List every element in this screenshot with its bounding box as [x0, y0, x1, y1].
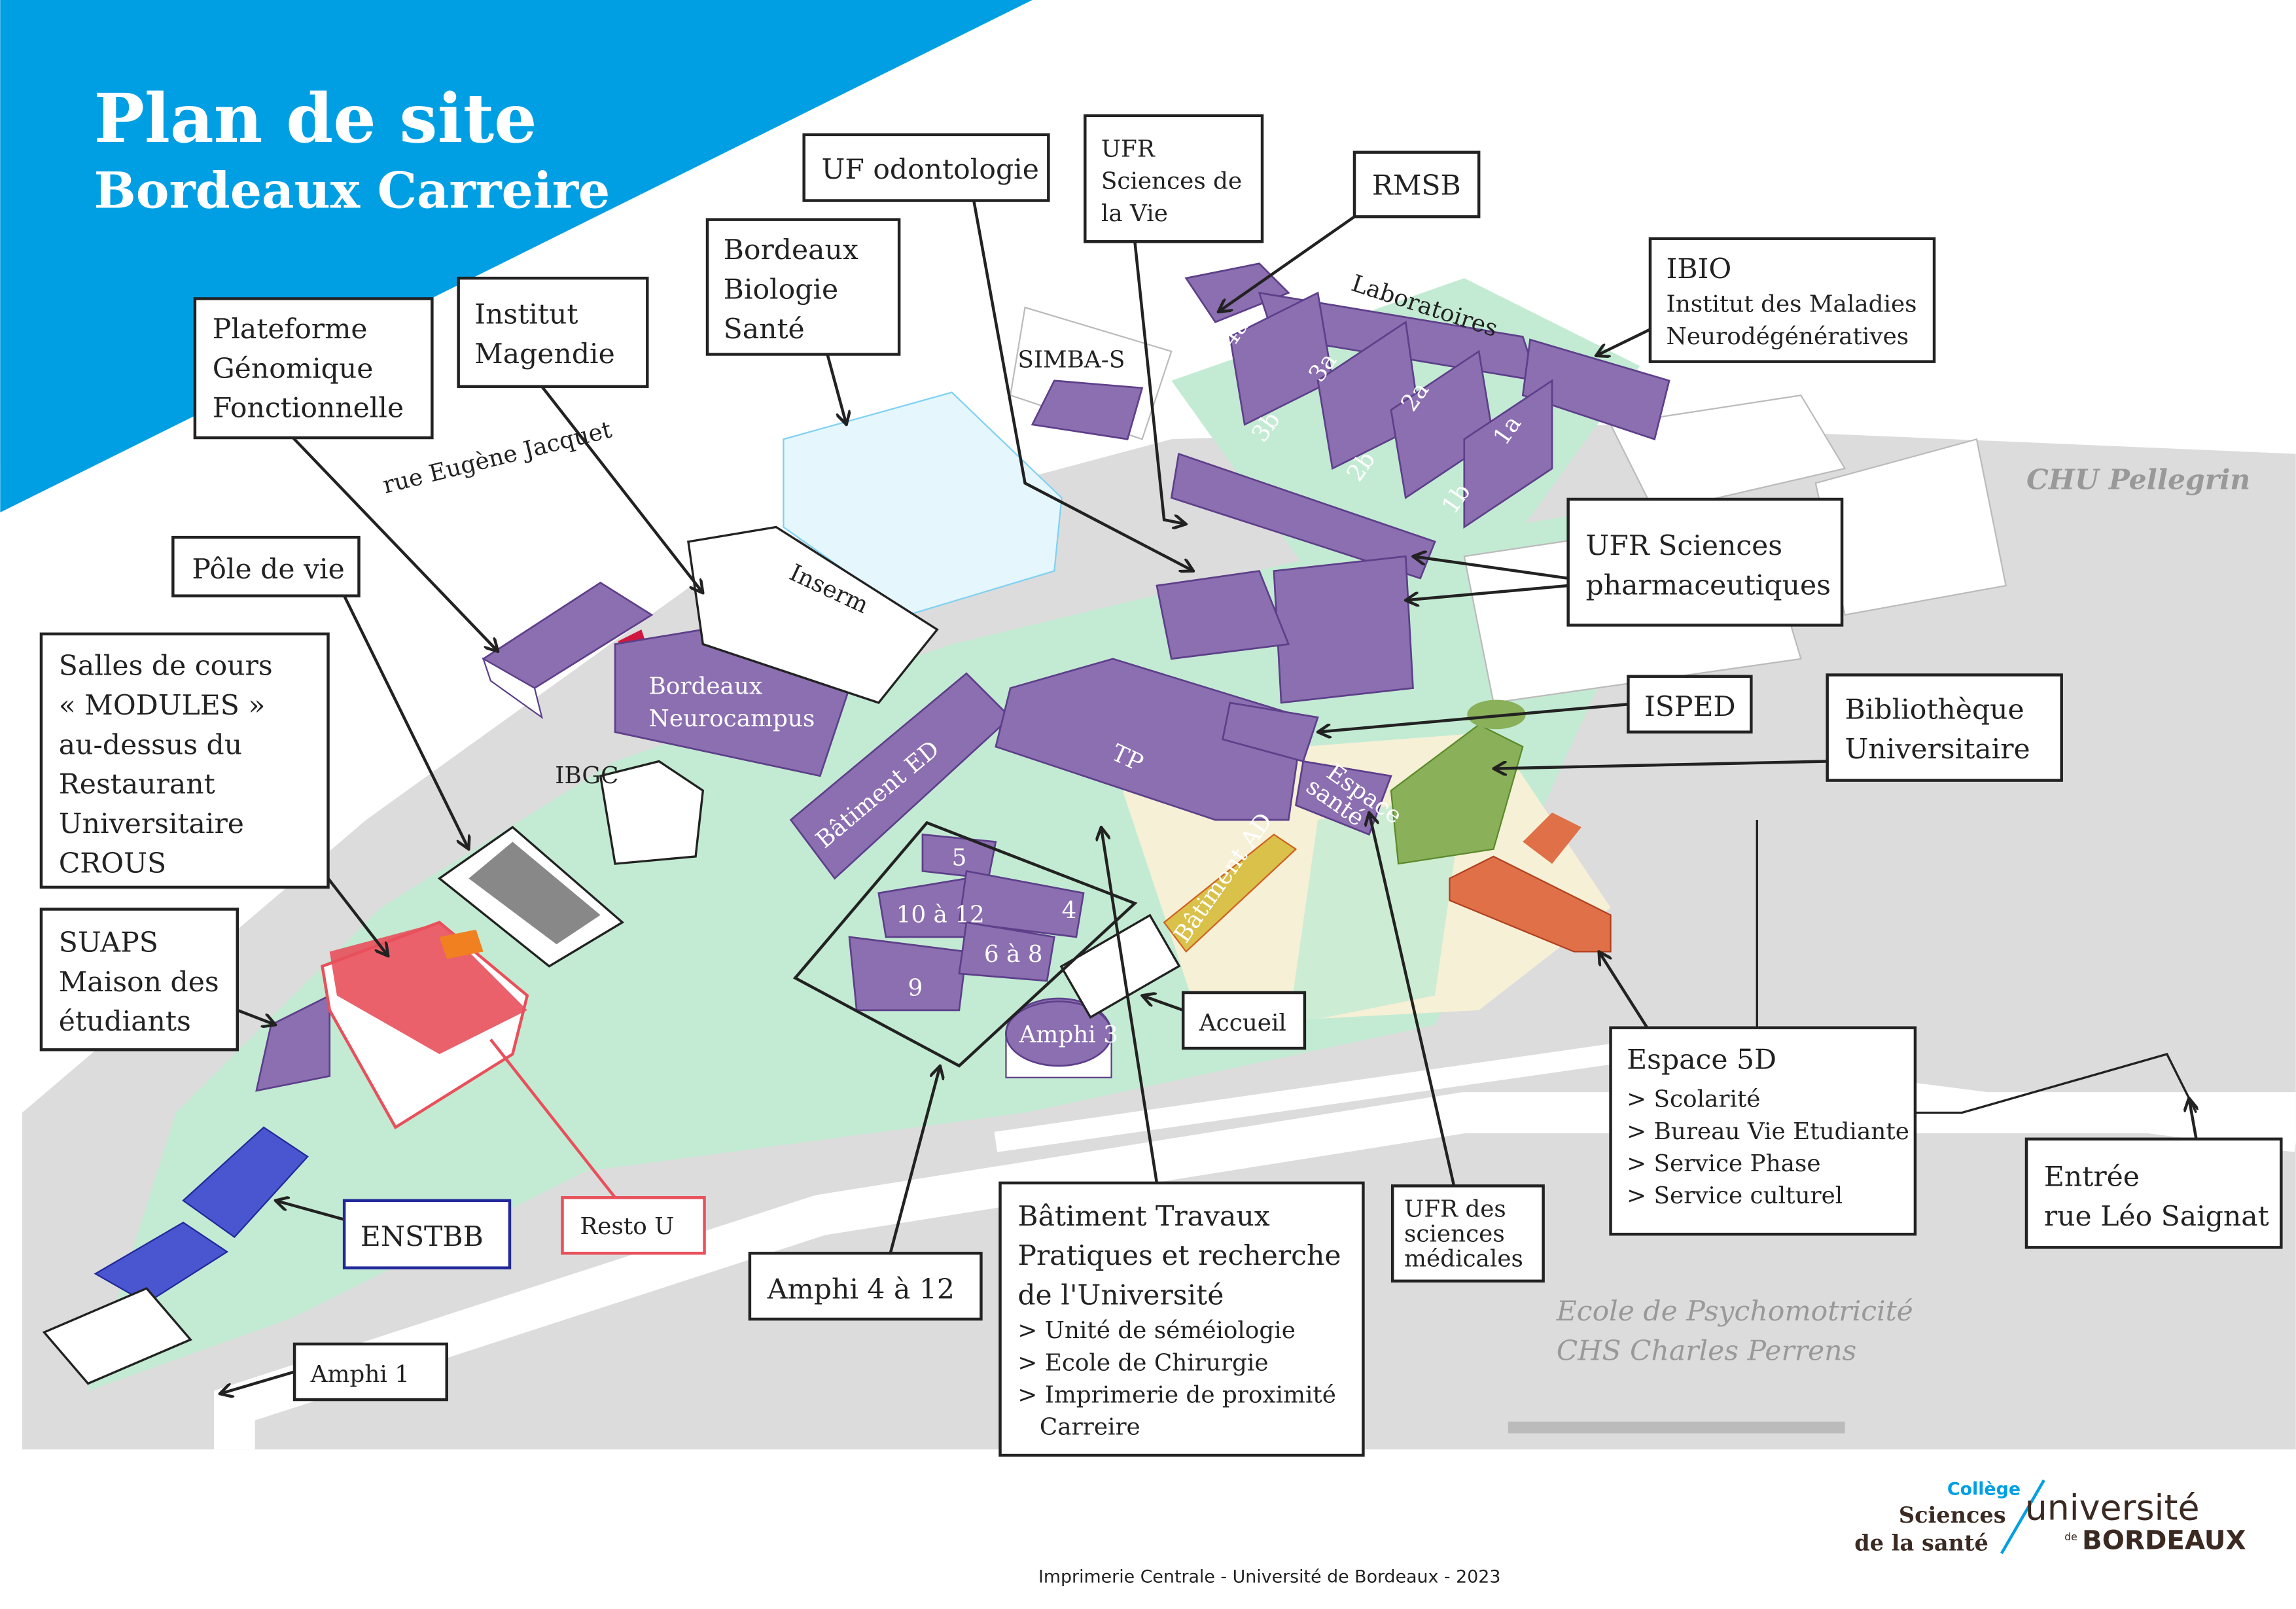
footer-credit: Imprimerie Centrale - Université de Bord…	[1038, 1567, 1500, 1587]
callout-pole-de-vie[interactable]: Pôle de vie	[171, 535, 361, 597]
svg-text:Espace 5D: Espace 5D	[1627, 1044, 1776, 1076]
svg-text:Amphi 1: Amphi 1	[310, 1361, 410, 1388]
svg-text:université: université	[2025, 1487, 2200, 1529]
callout-rmsb[interactable]: RMSB	[1352, 150, 1481, 219]
callout-amphi-1[interactable]: Amphi 1	[292, 1342, 448, 1402]
callout-resto-u[interactable]: Resto U	[561, 1196, 706, 1255]
callout-accueil[interactable]: Accueil	[1181, 991, 1307, 1050]
svg-text:Amphi 4 à 12: Amphi 4 à 12	[767, 1274, 955, 1306]
label-module-10-12: 10 à 12	[896, 902, 985, 928]
label-ibgc: IBGC	[555, 762, 618, 789]
svg-text:Pôle de vie: Pôle de vie	[192, 554, 344, 586]
modules-outline	[792, 821, 1138, 1068]
coloured-buildings	[42, 525, 1612, 1385]
map-labels: rue Eugène Jacquet Laboratoires SIMBA-S …	[380, 270, 2250, 1368]
svg-text:de la santé: de la santé	[1854, 1530, 1988, 1556]
callout-amphi-4-12[interactable]: Amphi 4 à 12	[748, 1252, 983, 1321]
svg-text:RMSB: RMSB	[1372, 170, 1461, 202]
svg-text:de: de	[2064, 1530, 2077, 1543]
leader-lines	[220, 200, 2197, 1394]
svg-text:> Unité de séméiologie> Ecole: > Unité de séméiologie> Ecole de Chirurg…	[1017, 1317, 1336, 1441]
callout-uf-odontologie[interactable]: UF odontologie	[802, 133, 1050, 202]
label-module-9: 9	[908, 974, 923, 1001]
label-module-6-8: 6 à 8	[984, 941, 1043, 968]
page-title: Plan de site	[94, 79, 537, 158]
page-subtitle: Bordeaux Carreire	[94, 162, 610, 220]
callout-isped[interactable]: ISPED	[1627, 675, 1753, 734]
label-module-5: 5	[952, 844, 967, 871]
svg-text:> Scolarité> Bureau Vie Etudia: > Scolarité> Bureau Vie Etudiante> Servi…	[1627, 1086, 1909, 1210]
svg-text:ISPED: ISPED	[1644, 691, 1736, 723]
svg-text:Sciences: Sciences	[1899, 1502, 2006, 1528]
svg-text:Collège: Collège	[1947, 1479, 2021, 1499]
svg-text:Salles de cours« MODULES »au-d: Salles de cours« MODULES »au-dessus duRe…	[59, 650, 273, 879]
svg-text:Accueil: Accueil	[1199, 1010, 1286, 1036]
label-amphi-3: Amphi 3	[1019, 1021, 1118, 1048]
callout-espace-5d[interactable]: Espace 5D > Scolarité> Bureau Vie Etudia…	[1609, 1026, 1917, 1236]
svg-text:UF odontologie: UF odontologie	[822, 154, 1039, 186]
svg-text:Resto U: Resto U	[580, 1213, 674, 1240]
svg-text:ENSTBB: ENSTBB	[361, 1221, 484, 1253]
callout-enstbb[interactable]: ENSTBB	[342, 1199, 512, 1269]
label-module-4: 4	[1061, 897, 1076, 924]
label-simba: SIMBA-S	[1017, 347, 1125, 374]
svg-text:BORDEAUX: BORDEAUX	[2082, 1525, 2246, 1555]
purple-buildings	[255, 262, 1670, 1092]
label-chu-pellegrin: CHU Pellegrin	[2026, 463, 2250, 496]
university-logo: Collège Sciences de la santé université …	[1854, 1479, 2246, 1555]
